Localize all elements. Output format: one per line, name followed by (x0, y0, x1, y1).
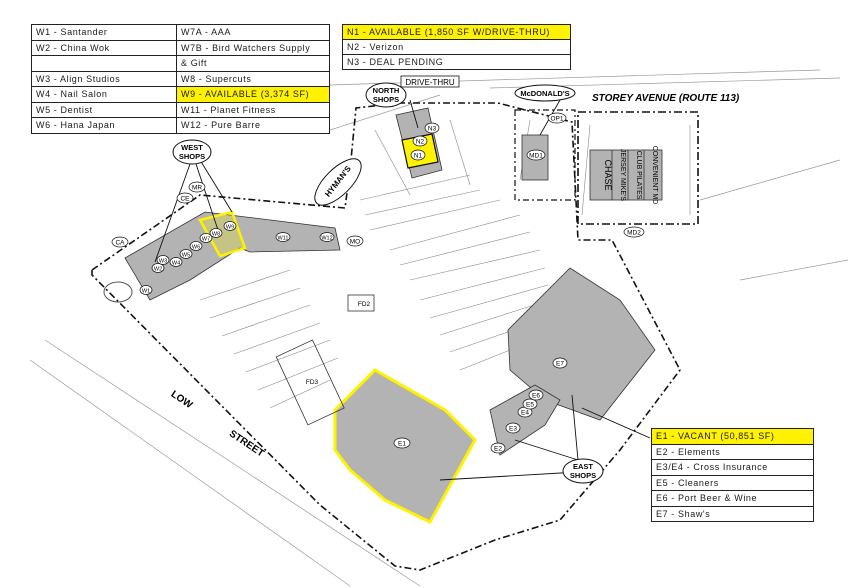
fd3-building (275, 339, 345, 426)
unit-ce: CE (180, 196, 190, 203)
unit-markers: N1 N2 N3 OP1 MD1 MD2 MO MR CE CA FD2 FD3… (111, 112, 645, 454)
unit-w3: W3 (159, 259, 167, 265)
tenant-cell: E6 - Port Beer & Wine (651, 490, 814, 507)
unit-md2: MD2 (627, 230, 641, 237)
unit-w1: W1 (142, 289, 150, 295)
parking-rows (199, 119, 691, 409)
unit-fd3: FD3 (306, 379, 319, 386)
tenant-cell: W9 - AVAILABLE (3,374 SF) (176, 86, 330, 103)
table-row: E6 - Port Beer & Wine (651, 490, 814, 507)
table-row: & Gift (31, 55, 330, 72)
unit-w12: W12 (321, 236, 332, 242)
pad-building (589, 149, 663, 201)
tenant-cell: W12 - Pure Barre (176, 117, 330, 134)
mcdonalds-label: McDONALD'S (520, 89, 569, 98)
callout-bubbles: WEST SHOPS NORTH SHOPS EAST SHOPS McDONA… (172, 82, 604, 484)
tenant-cell (31, 55, 177, 72)
tenant-cell: E1 - VACANT (50,851 SF) (651, 428, 814, 445)
tenant-cell: W2 - China Wok (31, 39, 177, 56)
drive-thru-label: DRIVE-THRU (405, 78, 455, 87)
east-shops-label-1: EAST (573, 462, 593, 471)
unit-mo: MO (350, 239, 360, 246)
table-row: N3 - DEAL PENDING (342, 54, 571, 70)
tenant-cell: W7A - AAA (176, 24, 330, 41)
unit-w8: W8 (212, 232, 220, 238)
unit-e6: E6 (532, 393, 540, 400)
tenant-cell: N1 - AVAILABLE (1,850 SF W/DRIVE-THRU) (342, 24, 571, 40)
unit-w2: W2 (154, 267, 162, 273)
north-tenant-table: N1 - AVAILABLE (1,850 SF W/DRIVE-THRU)N2… (342, 24, 571, 70)
tenant-cell: W7B - Bird Watchers Supply (176, 39, 330, 56)
tenant-cell: W1 - Santander (31, 24, 177, 41)
west-shops-label-1: WEST (181, 143, 203, 152)
unit-e7: E7 (556, 361, 564, 368)
callout-lines (154, 99, 651, 481)
tenant-cell: W8 - Supercuts (176, 70, 330, 87)
unit-n2: N2 (416, 139, 425, 146)
hymans-building (314, 158, 362, 206)
unit-w9: W9 (226, 225, 234, 231)
tenant-cell: E3/E4 - Cross Insurance (651, 459, 814, 476)
unit-md1: MD1 (529, 153, 543, 160)
unit-w11: W11 (278, 236, 289, 242)
unit-mr: MR (192, 185, 202, 192)
ca-loop (103, 281, 133, 303)
low-street-label-low: LOW (169, 389, 195, 411)
unit-ca: CA (115, 240, 125, 247)
tenant-cell: W5 - Dentist (31, 101, 177, 118)
table-row: E3/E4 - Cross Insurance (651, 459, 814, 476)
unit-w5: W5 (182, 253, 190, 259)
unit-n1: N1 (414, 153, 423, 160)
tenant-cell: N2 - Verizon (342, 39, 571, 55)
north-shops-label-2: SHOPS (373, 95, 399, 104)
pad-lot (577, 111, 699, 225)
unit-w4: W4 (172, 261, 180, 267)
tenant-cell: W4 - Nail Salon (31, 86, 177, 103)
tenant-cell: W6 - Hana Japan (31, 117, 177, 134)
tenant-cell: W11 - Planet Fitness (176, 101, 330, 118)
unit-fd2: FD2 (358, 301, 371, 308)
table-row: E5 - Cleaners (651, 474, 814, 491)
unit-e3: E3 (509, 426, 517, 433)
unit-n3: N3 (428, 126, 437, 133)
tenant-cell: & Gift (176, 55, 330, 72)
west-shops-label-2: SHOPS (179, 152, 205, 161)
unit-e5: E5 (526, 402, 534, 409)
convenient-md-label: CONVENIENT MD (651, 146, 658, 205)
club-pilates-label: CLUB PILATES (635, 151, 642, 200)
tenant-cell: W3 - Align Studios (31, 70, 177, 87)
tenant-cell: N3 - DEAL PENDING (342, 54, 571, 70)
unit-e2: E2 (494, 446, 502, 453)
storey-avenue-label: STOREY AVENUE (ROUTE 113) (592, 93, 740, 104)
north-shops-label-1: NORTH (373, 86, 400, 95)
table-row: E2 - Elements (651, 443, 814, 460)
table-row: N2 - Verizon (342, 39, 571, 55)
shaws-building (507, 267, 656, 421)
chase-label: CHASE (603, 159, 613, 190)
table-row: E7 - Shaw's (651, 505, 814, 522)
unit-e4: E4 (521, 410, 529, 417)
unit-op1: OP1 (550, 116, 563, 123)
tenant-cell: E2 - Elements (651, 443, 814, 460)
tenant-cell: E7 - Shaw's (651, 505, 814, 522)
tenant-cell: E5 - Cleaners (651, 474, 814, 491)
table-row: E1 - VACANT (50,851 SF) (651, 428, 814, 445)
outparcel-lot (514, 109, 576, 201)
table-row: N1 - AVAILABLE (1,850 SF W/DRIVE-THRU) (342, 24, 571, 40)
unit-e1: E1 (398, 441, 406, 448)
unit-w7: W7 (202, 237, 210, 243)
jersey-mikes-label: JERSEY MIKE'S (619, 149, 626, 201)
east-shops-label-2: SHOPS (570, 471, 596, 480)
unit-w6: W6 (192, 245, 200, 251)
